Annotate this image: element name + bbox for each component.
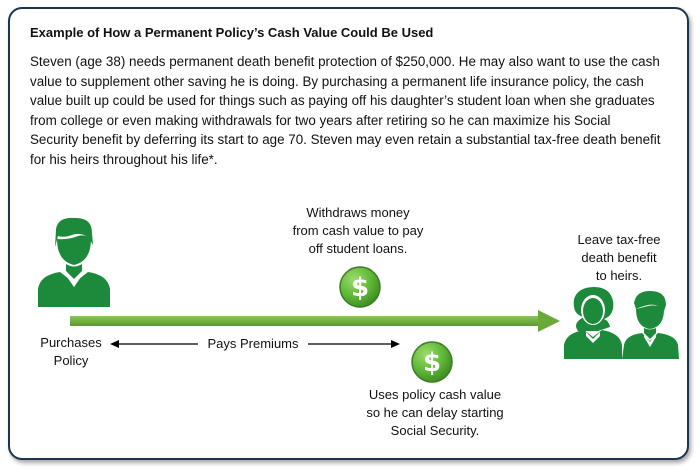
- start-label: Purchases Policy: [40, 335, 102, 368]
- person-icon: [38, 217, 110, 307]
- couple-icon: [564, 287, 679, 359]
- delay-label: Uses policy cash value so he can delay s…: [366, 387, 504, 438]
- document-frame: [8, 7, 689, 460]
- dollar-coin-icon: $: [339, 266, 381, 308]
- end-label: Leave tax-free death benefit to heirs.: [577, 232, 661, 283]
- document-title: Example of How a Permanent Policy’s Cash…: [30, 25, 434, 40]
- document-body: Steven (age 38) needs permanent death be…: [30, 54, 661, 167]
- withdraw-label: Withdraws money from cash value to pay o…: [292, 205, 424, 256]
- premium-label: Pays Premiums: [207, 336, 299, 351]
- dollar-coin-icon: $: [411, 341, 453, 383]
- premium-span-arrow: [110, 340, 400, 348]
- dollar-symbol: $: [351, 273, 369, 303]
- timeline-arrow: [70, 310, 560, 332]
- dollar-symbol: $: [423, 348, 441, 378]
